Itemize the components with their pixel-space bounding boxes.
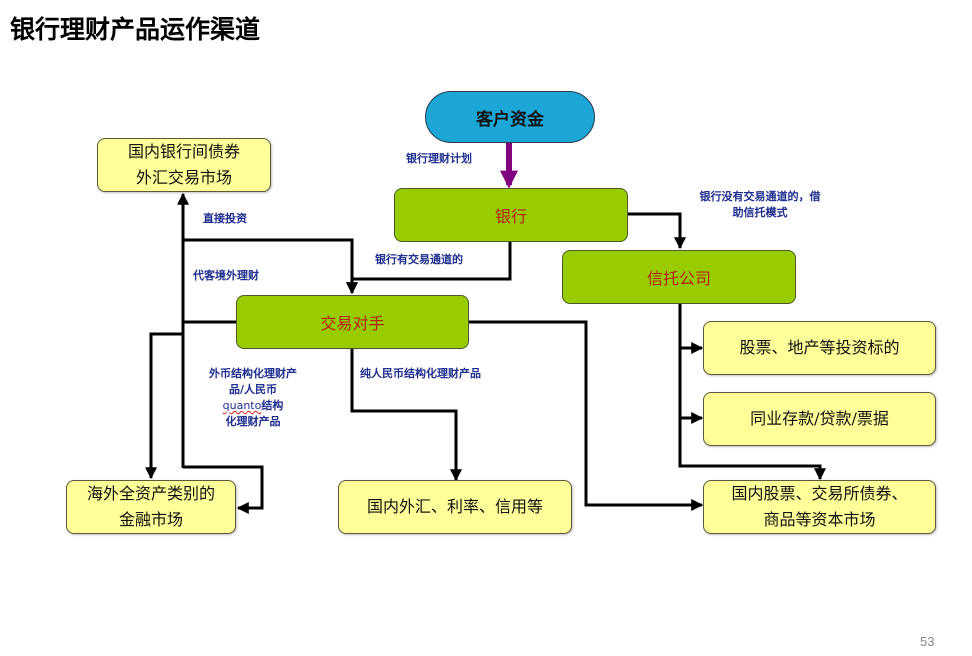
overseas-market-node: 海外全资产类别的 金融市场 (66, 480, 236, 534)
label-rmb-structured: 纯人民币结构化理财产品 (360, 367, 481, 380)
counterparty-node: 交易对手 (236, 295, 469, 349)
bank-node: 银行 (394, 188, 628, 242)
client-funds-label: 客户资金 (476, 109, 544, 130)
trust-company-node: 信托公司 (562, 250, 796, 304)
domestic-fx-node: 国内外汇、利率、信用等 (338, 480, 572, 534)
label-has-channel: 银行有交易通道的 (375, 253, 463, 266)
page-number: 53 (920, 634, 935, 649)
arrow-direct-invest (183, 238, 358, 295)
arrow-to-overseas-market (145, 332, 183, 480)
arrow-trust-to-capital-market (678, 304, 826, 481)
overseas-market-line1: 海外全资产类别的 (86, 484, 215, 503)
interbank-market-line1: 国内银行间债券 (127, 142, 240, 161)
arrow-counterparty-to-capital-market (468, 320, 704, 511)
stocks-property-node: 股票、地产等投资标的 (703, 321, 936, 375)
label-fx-structured-line1: 外币结构化理财产 (209, 367, 297, 380)
arrow-to-overseas-market-side (183, 465, 264, 514)
label-qdii: 代客境外理财 (193, 269, 259, 282)
interbank-deposits-label: 同业存款/贷款/票据 (750, 409, 889, 428)
label-no-channel-line1: 银行没有交易通道的，借 (699, 190, 821, 203)
label-fx-structured-line2: 品/人民币 (228, 383, 278, 396)
label-fx-structured-line3b: 结构 (261, 399, 284, 412)
stocks-property-label: 股票、地产等投资标的 (739, 338, 900, 357)
label-wealth-plan: 银行理财计划 (406, 152, 472, 165)
trust-company-label: 信托公司 (646, 269, 711, 288)
interbank-market-line2: 外汇交易市场 (135, 168, 232, 187)
label-direct-invest: 直接投资 (203, 212, 247, 225)
overseas-market-line2: 金融市场 (118, 510, 183, 529)
domestic-fx-label: 国内外汇、利率、信用等 (366, 497, 543, 516)
label-fx-structured: 外币结构化理财产 品/人民币 quanto结构 化理财产品 (194, 366, 312, 430)
interbank-market-node: 国内银行间债券 外汇交易市场 (97, 138, 271, 192)
domestic-capital-market-line1: 国内股票、交易所债券、 (731, 484, 908, 503)
domestic-capital-market-node: 国内股票、交易所债券、 商品等资本市场 (703, 480, 936, 534)
label-no-channel: 银行没有交易通道的，借 助信托模式 (680, 189, 840, 221)
arrow-to-domestic-fx (350, 349, 462, 482)
arrow-bank-to-trust (626, 212, 686, 250)
counterparty-label: 交易对手 (320, 314, 385, 333)
interbank-deposits-node: 同业存款/贷款/票据 (703, 392, 936, 446)
label-fx-structured-line4: 化理财产品 (225, 415, 281, 428)
bank-label: 银行 (494, 207, 527, 226)
page-title: 银行理财产品运作渠道 (10, 15, 261, 44)
client-funds-node: 客户资金 (425, 91, 595, 143)
label-fx-structured-line3: quanto结构 (194, 398, 312, 414)
domestic-capital-market-line2: 商品等资本市场 (763, 510, 876, 529)
label-quanto: quanto (222, 399, 262, 412)
label-no-channel-line2: 助信托模式 (732, 206, 788, 219)
